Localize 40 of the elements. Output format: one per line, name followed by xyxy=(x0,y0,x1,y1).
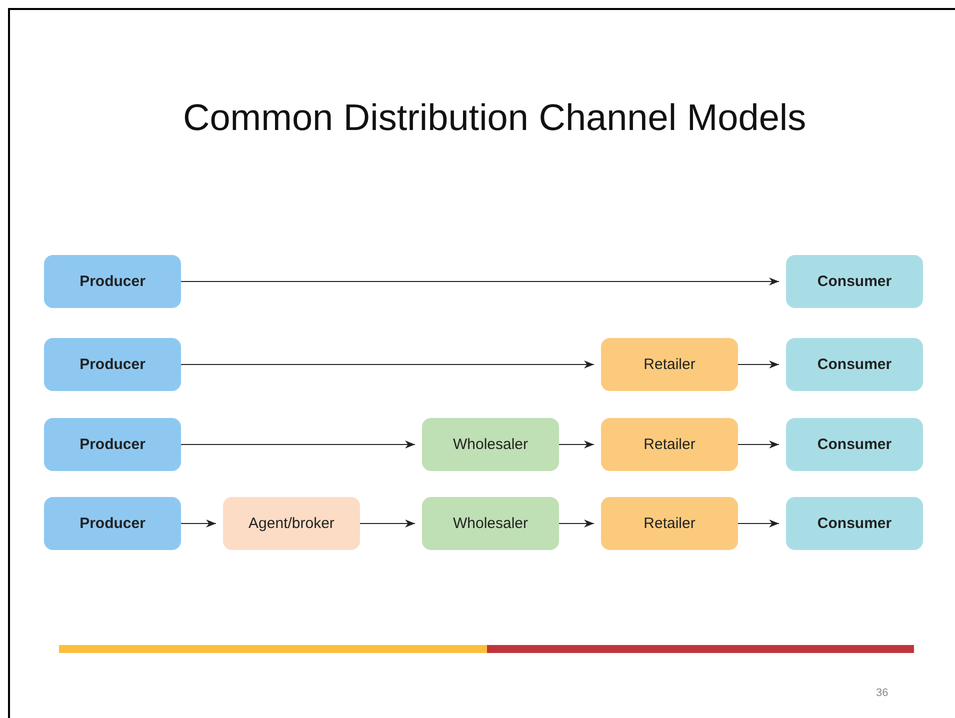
channel-label: Retailer xyxy=(644,436,696,453)
channel-box xyxy=(601,338,738,391)
channel-label: Wholesaler xyxy=(452,436,528,453)
channel-box xyxy=(422,418,559,471)
arrow xyxy=(180,278,780,286)
channel-label: Retailer xyxy=(644,515,696,532)
channel-box xyxy=(44,418,181,471)
channel-label: Wholesaler xyxy=(452,515,528,532)
arrow xyxy=(180,440,416,448)
channel-label: Retailer xyxy=(644,356,696,373)
arrow xyxy=(180,360,594,368)
channel-box xyxy=(601,418,738,471)
channel-label: Producer xyxy=(80,273,146,290)
channel-box xyxy=(223,497,360,550)
channel-label: Producer xyxy=(80,515,146,532)
channel-box xyxy=(786,255,923,308)
page-number: 36 xyxy=(876,687,888,699)
channel-box xyxy=(44,255,181,308)
channel-label: Producer xyxy=(80,436,146,453)
channel-label: Consumer xyxy=(817,356,892,373)
channel-label: Producer xyxy=(80,356,146,373)
channel-label: Consumer xyxy=(817,515,892,532)
channel-box xyxy=(601,497,738,550)
channel-label: Consumer xyxy=(817,273,892,290)
channel-label: Consumer xyxy=(817,436,892,453)
channel-box xyxy=(44,497,181,550)
channel-label: Agent/broker xyxy=(248,515,334,532)
channel-box xyxy=(786,338,923,391)
arrow xyxy=(180,520,216,528)
arrow xyxy=(738,520,780,528)
arrow xyxy=(738,440,780,448)
arrow xyxy=(558,440,594,448)
channel-box xyxy=(786,497,923,550)
channel-box xyxy=(786,418,923,471)
channel-box xyxy=(422,497,559,550)
arrow xyxy=(738,360,780,368)
slide-title: Common Distribution Channel Models xyxy=(183,97,806,139)
channel-box xyxy=(44,338,181,391)
arrow xyxy=(360,520,416,528)
arrow xyxy=(558,520,594,528)
